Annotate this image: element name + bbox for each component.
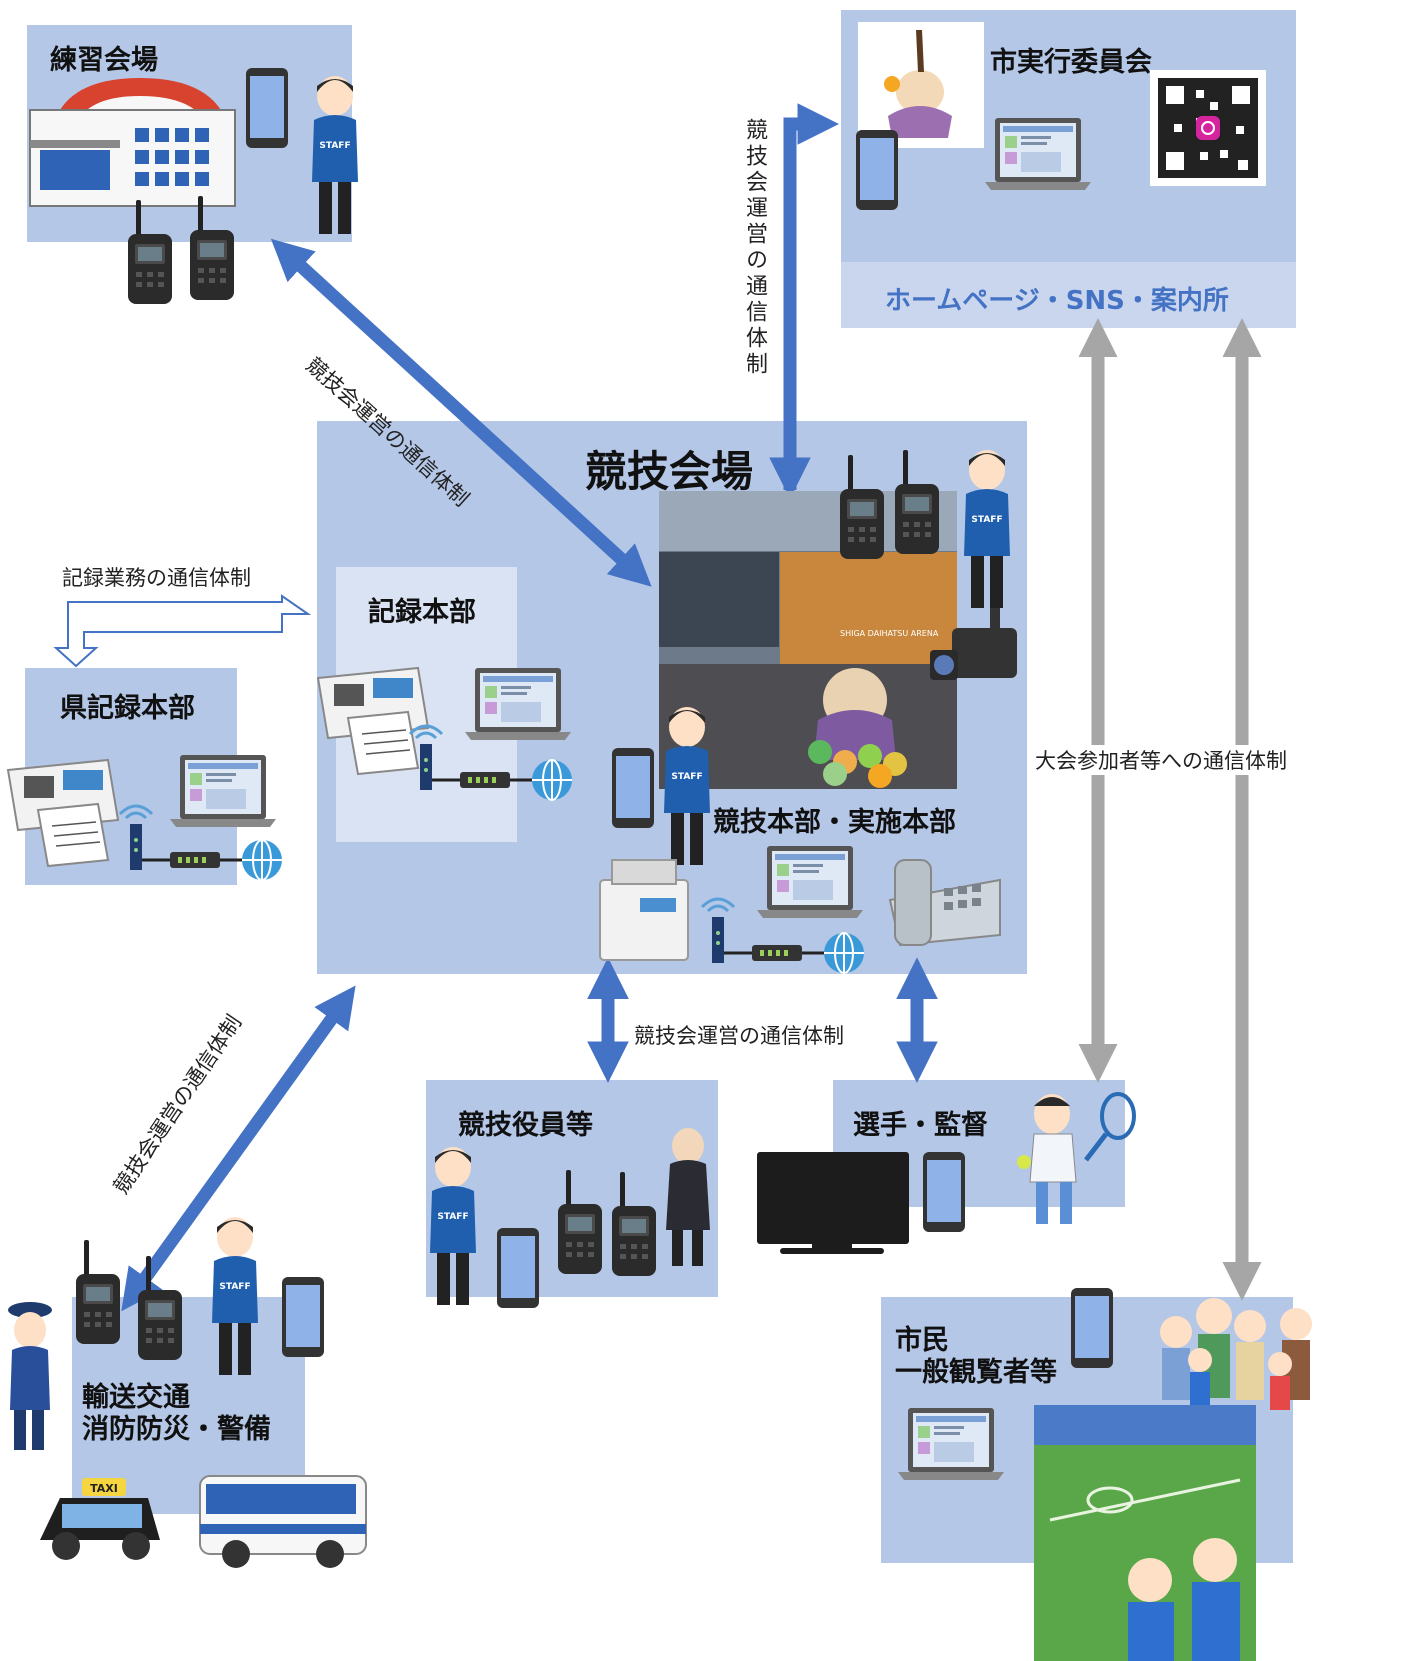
telephone-icon <box>888 859 1001 947</box>
citizens-label-line2: 一般観覧者等 <box>895 1357 1057 1388</box>
phone-icon <box>282 1277 324 1357</box>
family-crowd-illustration <box>1160 1298 1312 1410</box>
practice-venue-label: 練習会場 <box>50 45 158 76</box>
phone-icon <box>612 748 654 828</box>
competition-hq-label: 競技本部・実施本部 <box>713 807 956 838</box>
staff-person <box>430 1147 476 1305</box>
competition-venue-title: 競技会場 <box>585 447 754 496</box>
laptop-icon <box>757 846 863 918</box>
staff-person <box>664 707 710 865</box>
video-camera-icon <box>930 608 1017 680</box>
city-committee-channel-band <box>841 262 1296 328</box>
police-officer-person <box>8 1302 52 1450</box>
fax-icon <box>317 667 429 775</box>
mascot-illustration <box>858 22 984 148</box>
copier-icon <box>599 859 689 961</box>
radio-icon <box>190 196 234 300</box>
participants-comm-label: 大会参加者等への通信体制 <box>1035 745 1287 775</box>
records-hq-label: 記録本部 <box>368 597 476 628</box>
radio-icon <box>128 200 172 304</box>
staff-person <box>212 1217 258 1375</box>
staff-person <box>964 450 1010 608</box>
transport-label-line2: 消防防災・警備 <box>82 1414 271 1445</box>
records-comm-label: 記録業務の通信体制 <box>62 566 251 590</box>
radio-icon <box>612 1172 656 1276</box>
official-person <box>666 1128 710 1266</box>
taxi-icon: TAXI <box>40 1478 160 1560</box>
laptop-icon <box>465 668 571 740</box>
radio-icon <box>895 450 939 554</box>
qr-code-icon <box>1150 70 1266 186</box>
transport-label-line1: 輸送交通 <box>82 1382 190 1413</box>
staff-person <box>312 76 358 234</box>
city-committee-label: 市実行委員会 <box>990 47 1152 78</box>
radio-icon <box>558 1170 602 1274</box>
players-label: 選手・監督 <box>853 1110 988 1141</box>
pref-records-hq-label: 県記録本部 <box>60 693 195 724</box>
phone-icon <box>923 1152 965 1232</box>
stadium-crowd-illustration <box>1034 1405 1256 1661</box>
operations-comm-label-bottom: 競技会運営の通信体制 <box>634 1024 844 1048</box>
phone-icon <box>497 1228 539 1308</box>
bus-icon <box>199 1475 367 1568</box>
gymnasium-illustration <box>29 78 236 207</box>
city-committee-channels-label: ホームページ・SNS・案内所 <box>885 286 1229 316</box>
taxi-sign-text: TAXI <box>90 1482 118 1495</box>
laptop-icon <box>898 1408 1004 1480</box>
phone-icon <box>856 130 898 210</box>
tennis-player-illustration <box>1017 1092 1136 1224</box>
operations-comm-label-vertical: 競技会運営の通信体制 <box>742 118 767 378</box>
laptop-icon <box>985 118 1091 190</box>
fax-icon <box>7 759 119 867</box>
radio-icon <box>76 1240 120 1344</box>
phone-icon <box>1071 1288 1113 1368</box>
citizens-label-line1: 市民 <box>895 1325 949 1356</box>
tv-monitor-icon <box>757 1152 909 1254</box>
laptop-icon <box>170 755 276 827</box>
radio-icon <box>840 455 884 559</box>
officials-label: 競技役員等 <box>458 1110 593 1141</box>
phone-icon <box>246 68 288 148</box>
arena-sign-text: SHIGA DAIHATSU ARENA <box>840 629 939 638</box>
